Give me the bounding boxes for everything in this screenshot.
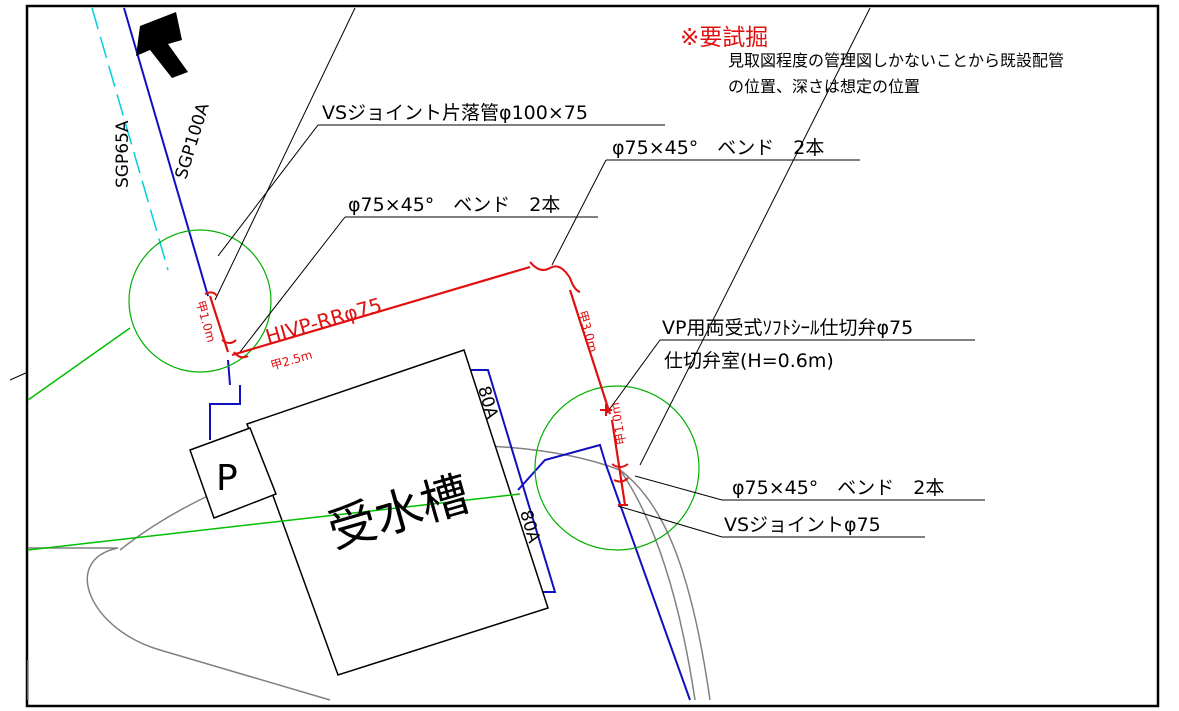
callout-leaders (9, 7, 985, 538)
callout-bend-left: φ75×45° ベンド 2本 (348, 194, 560, 216)
existing-pipe-sgp65a (91, 7, 169, 271)
label-len-3-0m: 甲3.0m (575, 309, 600, 354)
label-len-1-0m-right: 甲1.0m (608, 401, 629, 446)
existing-pipe-sgp100a-down (227, 359, 231, 386)
note-test-dig-detail-1: 見取図程度の管理図しかないことから既設配管 (728, 51, 1064, 70)
note-test-dig-detail-2: の位置、深さは想定の位置 (728, 77, 920, 96)
green-leaders (27, 327, 521, 551)
existing-pipe-sgp100a (123, 7, 209, 297)
existing-pipe-jog (209, 385, 241, 440)
callout-valve-chamber: 仕切弁室(H=0.6m) (664, 350, 834, 372)
road-outline (28, 547, 331, 701)
work-area-circle-left (128, 229, 272, 373)
label-len-2-5m: 甲2.5m (269, 348, 314, 373)
drawing-frame (25, 4, 1160, 708)
label-sgp65a: SGP65A (113, 120, 133, 188)
driveway-outline-inner (619, 469, 696, 701)
water-tank-outline (246, 349, 549, 676)
callout-bend-top-right: φ75×45° ベンド 2本 (612, 137, 824, 159)
note-test-dig: ※要試掘 (680, 25, 768, 51)
callout-vs-reducer: VSジョイント片落管φ100×75 (322, 102, 588, 124)
work-area-circle-right (534, 385, 700, 551)
existing-pipe-80a-right (517, 443, 691, 701)
existing-pipe-80a (458, 369, 557, 593)
callout-vs-joint: VSジョイントφ75 (724, 514, 881, 536)
bend-fittings (204, 261, 629, 506)
label-hivp-rr: HIVP-RRφ75 (263, 293, 385, 349)
label-pump: P (216, 458, 238, 499)
callout-bend-bottom: φ75×45° ベンド 2本 (732, 477, 944, 499)
label-len-1-0m-left: 甲1.0m (193, 299, 218, 344)
north-arrow-icon (136, 12, 188, 78)
pump-box-outline (189, 427, 277, 519)
callout-gate-valve: VP用両受式ｿﾌﾄｼｰﾙ仕切弁φ75 (662, 317, 913, 339)
label-sgp100a: SGP100A (172, 100, 214, 181)
